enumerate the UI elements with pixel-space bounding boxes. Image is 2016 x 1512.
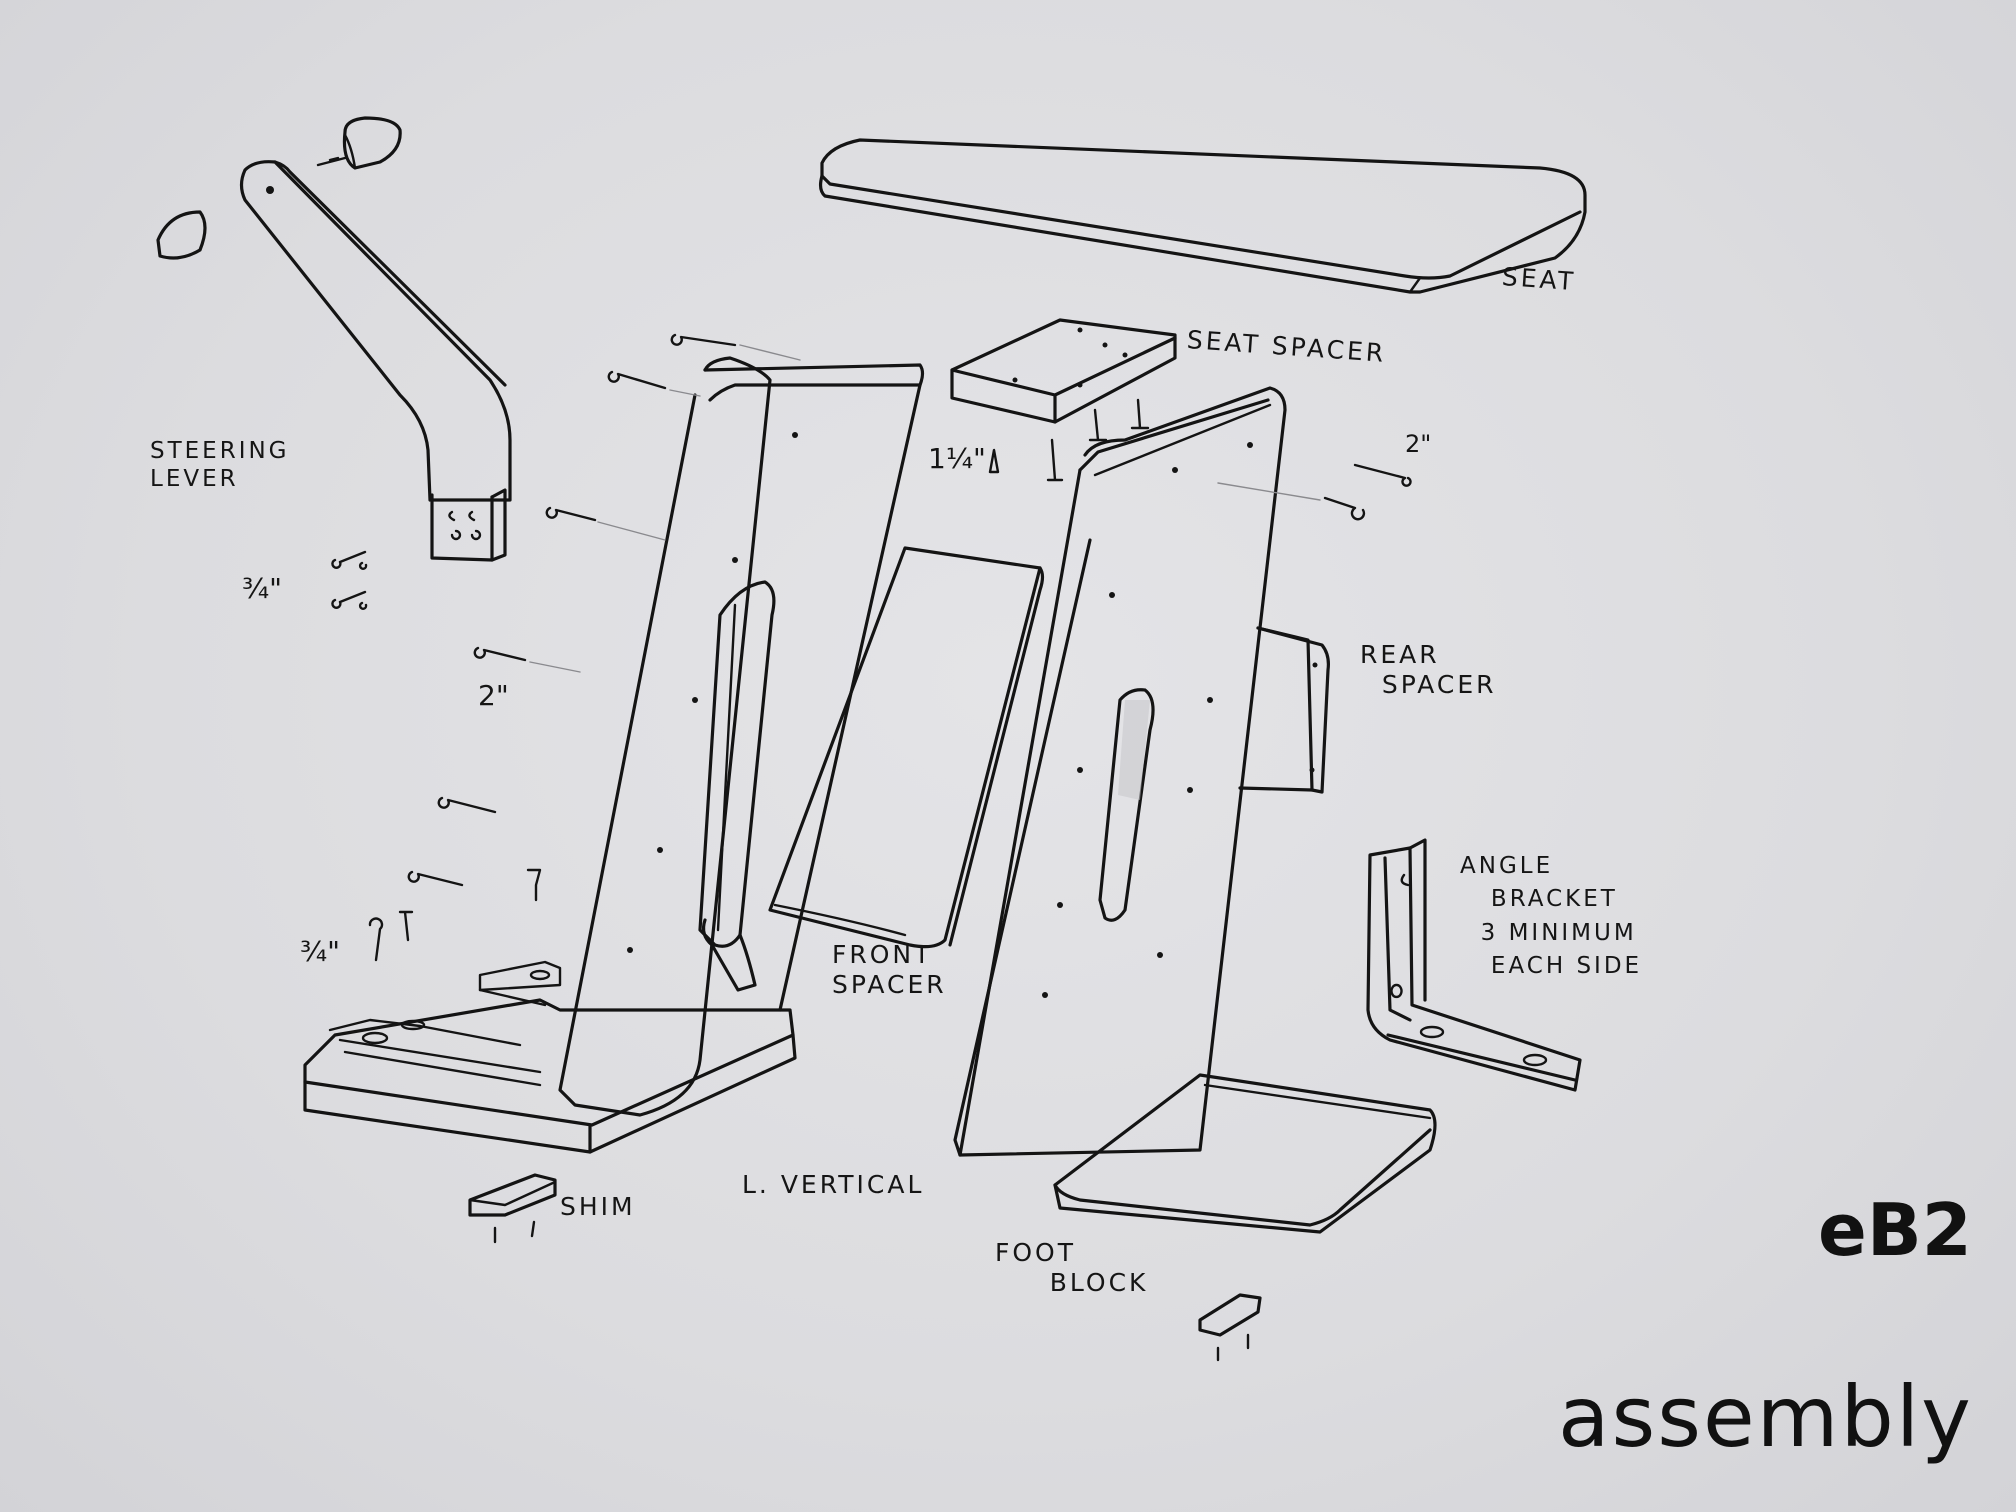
fasteners (331, 333, 1412, 962)
dim-2-inch-right: 2" (1405, 430, 1432, 458)
label-front-spacer: FRONT SPACER (832, 940, 947, 999)
foot-block-part (1053, 1073, 1437, 1362)
drawing-subtitle: assembly (1558, 1368, 1973, 1466)
label-shim: SHIM (560, 1192, 636, 1221)
dim-1-1-4-inch: 1¼" (928, 442, 986, 475)
label-steering-lever: STEERING LEVER (150, 438, 290, 492)
dim-2-inch-left: 2" (478, 679, 509, 712)
dim-3-4-inch-bottom: ¾" (300, 935, 341, 968)
l-vertical-part (303, 356, 925, 1154)
seat-part (818, 138, 1587, 294)
drawing-title: eB2 (1818, 1188, 1972, 1272)
angle-bracket-part (1366, 838, 1582, 1092)
label-rear-spacer: REAR SPACER (1360, 640, 1497, 699)
label-seat: SEAT (1500, 262, 1577, 297)
front-spacer-part (768, 546, 1045, 949)
shim-part (468, 1173, 557, 1244)
steering-lever-part (156, 116, 512, 562)
label-l-vertical: L. VERTICAL (742, 1170, 925, 1199)
label-angle-bracket: ANGLE BRACKET 3 MINIMUM EACH SIDE (1460, 853, 1643, 980)
dim-3-4-inch-lever: ¾" (242, 572, 283, 605)
seat-spacer-part (950, 318, 1177, 482)
rear-spacer-part (1238, 626, 1330, 794)
r-vertical-part (953, 386, 1287, 1157)
label-foot-block: FOOT BLOCK (995, 1238, 1149, 1297)
